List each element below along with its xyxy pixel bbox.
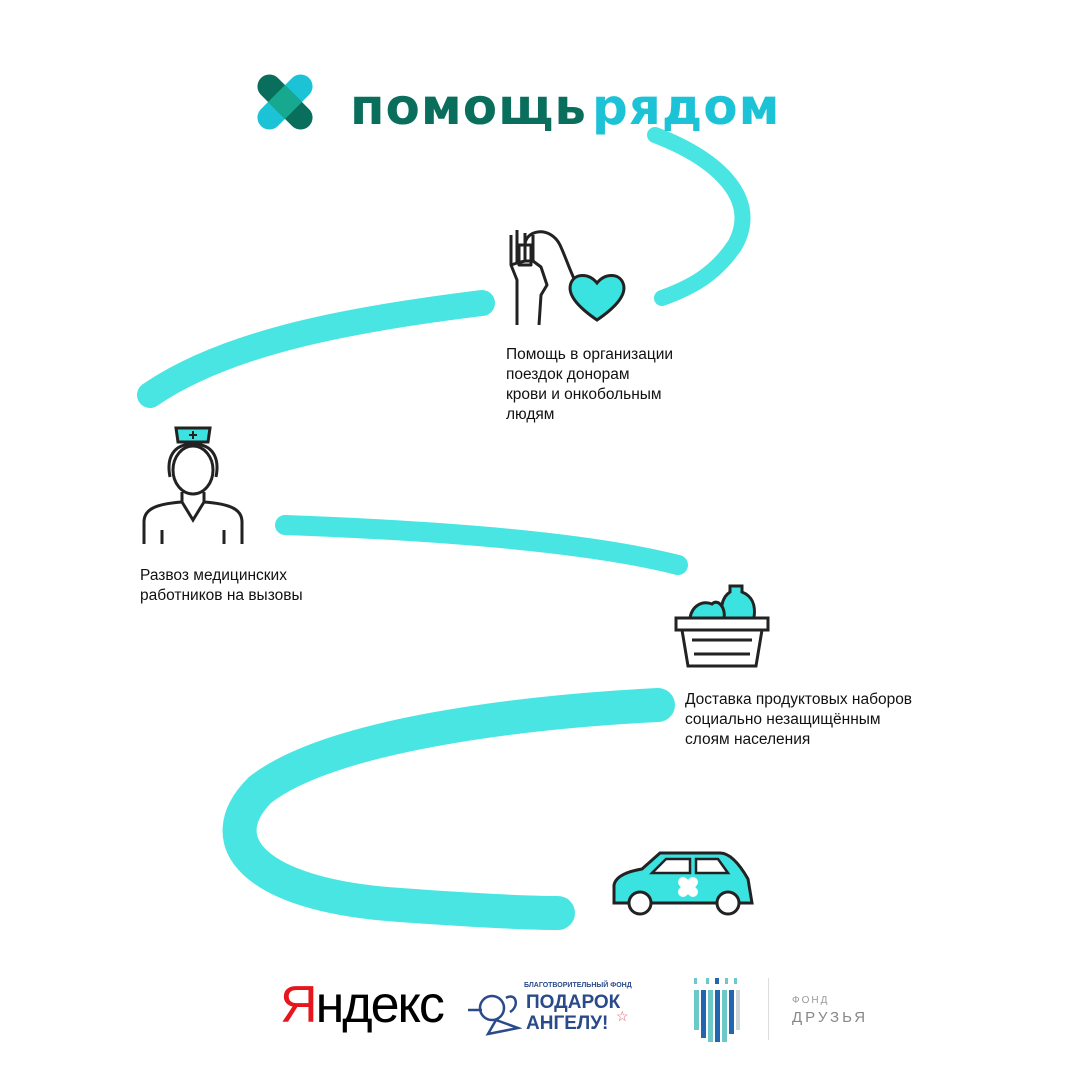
podarok-top-text: БЛАГОТВОРИТЕЛЬНЫЙ ФОНД: [524, 982, 632, 989]
caption-line: работников на вызовы: [140, 587, 303, 604]
logo-word-pomosch: помощь: [350, 78, 588, 136]
partner-yandex-logo: Яндекс: [280, 975, 445, 1035]
grocery-basket-icon: [674, 584, 770, 668]
blood-donation-icon: [509, 230, 626, 326]
caption-line: людям: [506, 406, 555, 423]
logo-word-ryadom: рядом: [592, 78, 781, 136]
star-icon: ☆: [616, 1008, 629, 1024]
caption-nurse: Развоз медицинских работников на вызовы: [140, 566, 303, 606]
caption-blood-donation: Помощь в организации поездок донорам кро…: [506, 345, 673, 425]
logo-cross-icon: [257, 74, 313, 130]
druzya-top-text: ФОНД: [792, 995, 830, 1006]
partner-podarok-angelu-logo: БЛАГОТВОРИТЕЛЬНЫЙ ФОНД ПОДАРОК АНГЕЛУ! ☆: [466, 980, 636, 1042]
yandex-letter: Я: [280, 976, 318, 1034]
caption-line: крови и онкобольным: [506, 386, 662, 403]
podarok-line1: ПОДАРОК: [526, 992, 621, 1013]
partner-divider: [768, 978, 769, 1040]
nurse-icon: [142, 426, 244, 544]
podarok-name: ПОДАРОК АНГЕЛУ!: [526, 992, 620, 1034]
yandex-rest: ндекс: [315, 976, 445, 1034]
caption-groceries: Доставка продуктовых наборов социально н…: [685, 690, 912, 750]
druzya-name: ДРУЗЬЯ: [792, 1009, 869, 1026]
caption-line: социально незащищённым: [685, 711, 881, 728]
caption-line: слоям населения: [685, 731, 811, 748]
podarok-line2: АНГЕЛУ!: [526, 1013, 609, 1034]
druzya-logo-icon: [694, 978, 740, 1042]
caption-line: Доставка продуктовых наборов: [685, 691, 913, 708]
angel-icon: [468, 994, 522, 1036]
car-icon: [612, 851, 754, 916]
caption-line: поездок донорам: [506, 366, 630, 383]
caption-line: Помощь в организации: [506, 346, 674, 363]
caption-line: Развоз медицинских: [140, 567, 287, 584]
